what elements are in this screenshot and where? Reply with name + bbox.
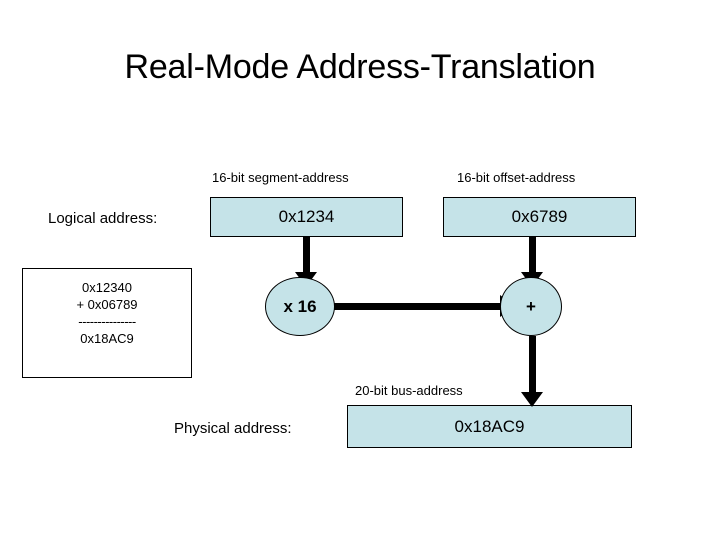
physical-address-value: 0x18AC9 [454,416,525,436]
arrow-segment-to-multiply [303,237,310,277]
arrow-offset-to-add [529,237,536,277]
calculation-line-3: --------------- [78,314,136,329]
add-node-label: + [526,296,536,316]
physical-address-label: Physical address: [174,420,292,437]
arrowhead-add-to-physical-icon [521,392,543,407]
offset-address-value: 0x6789 [511,207,568,226]
offset-address-header: 16-bit offset-address [457,170,576,185]
logical-address-label: Logical address: [48,210,158,227]
page-title: Real-Mode Address-Translation [124,48,596,86]
offset-address-box[interactable]: 0x6789 [443,197,636,237]
add-node[interactable]: + [500,277,562,336]
multiply-node-label: x 16 [283,296,317,316]
bus-address-header: 20-bit bus-address [355,383,463,398]
physical-address-box[interactable]: 0x18AC9 [347,405,632,448]
segment-address-value: 0x1234 [278,207,335,226]
arrow-multiply-to-add [333,303,511,310]
segment-address-header: 16-bit segment-address [212,170,349,185]
calculation-box: 0x12340 + 0x06789 --------------- 0x18AC… [22,268,192,378]
arrow-add-to-physical [529,336,536,398]
calculation-line-1: 0x12340 [82,280,132,295]
multiply-node[interactable]: x 16 [265,277,335,336]
calculation-line-2: + 0x06789 [76,297,138,312]
calculation-line-4: 0x18AC9 [80,331,134,346]
segment-address-box[interactable]: 0x1234 [210,197,403,237]
